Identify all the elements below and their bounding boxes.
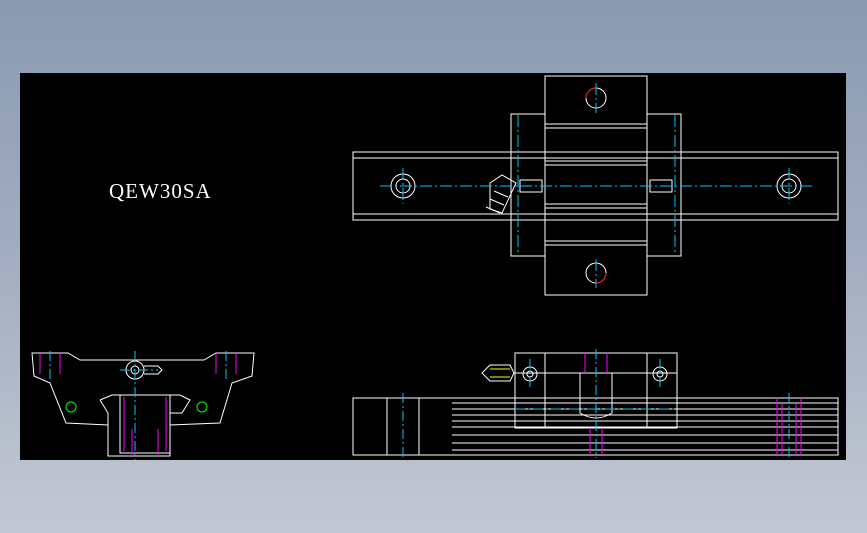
top-view-block bbox=[510, 75, 682, 296]
cad-drawing bbox=[31, 75, 839, 460]
top-view-centerlines bbox=[380, 83, 815, 288]
end-view-block-outline bbox=[31, 352, 255, 457]
end-view-seals bbox=[65, 401, 208, 413]
top-view-rail bbox=[352, 151, 839, 221]
top-view-hole-markers bbox=[585, 87, 607, 284]
grease-fitting bbox=[485, 174, 517, 214]
end-view bbox=[31, 352, 255, 457]
side-view-hidden-lines bbox=[584, 353, 802, 455]
end-view-centerlines bbox=[49, 351, 227, 460]
side-view-fitting bbox=[481, 364, 515, 382]
model-title: QEW30SA bbox=[109, 179, 212, 203]
side-view-centerlines bbox=[402, 349, 790, 458]
end-view-rail bbox=[99, 394, 191, 456]
end-view-hidden-lines bbox=[39, 354, 237, 456]
cad-drawing-canvas[interactable]: QEW30SA bbox=[20, 73, 846, 460]
side-view-fitting-detail bbox=[490, 368, 510, 378]
